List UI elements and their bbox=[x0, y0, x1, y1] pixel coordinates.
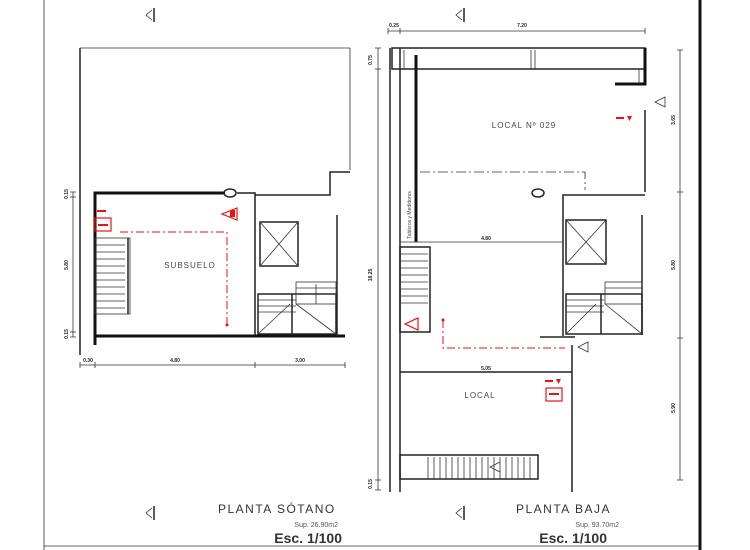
evacuation-route bbox=[442, 320, 565, 349]
room-label-local-029: LOCAL Nº 029 bbox=[492, 121, 556, 130]
stair-entrance bbox=[399, 454, 539, 480]
svg-text:5.80: 5.80 bbox=[64, 260, 70, 270]
plan-title-sotano: PLANTA SÓTANO bbox=[218, 501, 336, 516]
stair-left bbox=[399, 246, 431, 333]
elevator-shaft bbox=[259, 221, 299, 267]
section-marker-top-left bbox=[145, 8, 155, 22]
svg-text:0.75: 0.75 bbox=[368, 55, 374, 65]
svg-text:5.90: 5.90 bbox=[671, 403, 677, 413]
fire-extinguisher-icon bbox=[545, 379, 563, 402]
svg-text:4.80: 4.80 bbox=[170, 358, 180, 364]
surface-sotano: Sup. 26.90m2 bbox=[294, 522, 338, 529]
svg-text:0.15: 0.15 bbox=[64, 329, 70, 339]
svg-text:5.80: 5.80 bbox=[671, 260, 677, 270]
column-circle bbox=[223, 188, 237, 198]
fire-extinguisher-icon bbox=[94, 210, 112, 232]
svg-text:18.25: 18.25 bbox=[368, 269, 374, 282]
emergency-light-icon bbox=[220, 207, 238, 221]
dimension-left: 0.75 18.25 0.15 bbox=[368, 47, 381, 491]
svg-text:0.15: 0.15 bbox=[64, 189, 70, 199]
svg-text:0.15: 0.15 bbox=[368, 479, 374, 489]
emergency-light-icon bbox=[403, 317, 419, 331]
section-marker-bottom-left bbox=[145, 506, 155, 520]
route-end-dot bbox=[225, 323, 229, 327]
room-label-subsuelo: SUBSUELO bbox=[164, 261, 216, 270]
dimension-local: 5.05 bbox=[481, 366, 491, 372]
surface-baja: Sup. 93.70m2 bbox=[575, 522, 619, 529]
wall-note: Tableros y Medidores bbox=[407, 191, 413, 239]
plan-sotano: SUBSUELO 0.30 4.80 3.00 0.15 5.80 0.15 P… bbox=[64, 47, 351, 546]
scale-baja: Esc. 1/100 bbox=[539, 530, 607, 546]
plan-baja: Tableros y Medidores LOCAL Nº 029 5.05 4… bbox=[368, 23, 683, 546]
stair-right bbox=[257, 281, 337, 335]
scale-sotano: Esc. 1/100 bbox=[274, 530, 342, 546]
evacuation-route bbox=[120, 231, 228, 325]
level-marker-icon bbox=[654, 96, 666, 108]
svg-text:0.25: 0.25 bbox=[389, 23, 399, 29]
dimension-right: 3.65 5.80 5.90 bbox=[671, 49, 683, 481]
dimension-left: 0.15 5.80 0.15 bbox=[64, 189, 76, 339]
level-marker-icon bbox=[577, 341, 589, 353]
svg-text:3.00: 3.00 bbox=[295, 358, 305, 364]
dimension-bottom: 0.30 4.80 3.00 bbox=[79, 358, 346, 368]
room-label-local: LOCAL bbox=[464, 391, 495, 400]
svg-text:3.65: 3.65 bbox=[671, 115, 677, 125]
dimension-top: 0.25 7.20 bbox=[387, 23, 646, 34]
section-marker-bottom-right bbox=[455, 506, 465, 520]
section-marker-top-right bbox=[455, 8, 465, 22]
svg-text:7.20: 7.20 bbox=[517, 23, 527, 29]
elevator-shaft bbox=[565, 219, 607, 265]
column-circle bbox=[531, 188, 545, 198]
stair-left bbox=[94, 237, 131, 315]
dimension-mid: 4.80 bbox=[481, 236, 491, 242]
fire-extinguisher-icon bbox=[616, 116, 632, 121]
plan-title-baja: PLANTA BAJA bbox=[516, 502, 611, 516]
stair-right bbox=[565, 281, 643, 335]
svg-text:0.30: 0.30 bbox=[83, 358, 93, 364]
